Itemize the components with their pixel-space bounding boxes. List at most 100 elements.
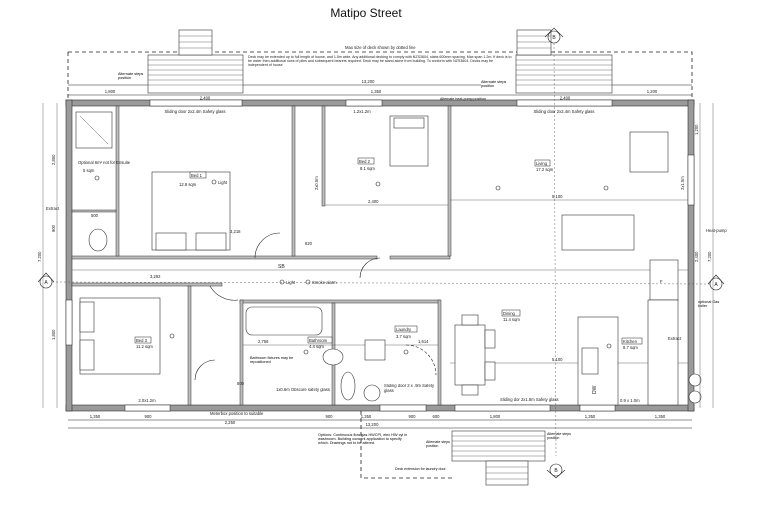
window-label: Sliding dor 2x1.8m Safety glass bbox=[500, 397, 559, 402]
room-bathroom-name: Bathroom bbox=[309, 338, 328, 343]
room-living-name: Living bbox=[536, 161, 548, 166]
section-a-label: A bbox=[714, 282, 718, 288]
window-top-3 bbox=[516, 99, 613, 107]
room-bed3-name: Bed 3 bbox=[136, 338, 148, 343]
basin bbox=[340, 371, 356, 401]
dim-top: 1,350 bbox=[371, 89, 382, 94]
lights: Light Light Smoke alarm SB bbox=[94, 175, 612, 355]
toilet-ensuite bbox=[88, 228, 108, 252]
dim-left: 1,800 bbox=[51, 329, 56, 340]
dim-left: 2,850 bbox=[51, 154, 56, 165]
toilet-bathroom bbox=[322, 348, 344, 366]
light-icon bbox=[169, 333, 175, 339]
top-deck: Max size of deck shown by dotted line De… bbox=[67, 29, 693, 100]
window-label: 2.0x1.2m bbox=[138, 398, 156, 403]
dining-table bbox=[454, 324, 486, 386]
light-icon bbox=[211, 179, 217, 185]
alt-steps-right: Alternate steps position bbox=[481, 80, 507, 88]
window-label: 1x0.6m Obscure safety glass bbox=[276, 388, 330, 392]
room-ensuite-name: Optional 6m² not for Ensuite bbox=[78, 160, 131, 165]
extract-label: Extract bbox=[668, 336, 682, 341]
window-labels: Sliding door 2x2.4m Safety glass 1.2x1.2… bbox=[138, 109, 685, 403]
window-label: 2x0.5m bbox=[314, 176, 319, 190]
room-dining-name: Dining bbox=[503, 311, 516, 316]
heat-pump-label: Heat-pump bbox=[706, 228, 727, 233]
section-marker-a-right: A bbox=[707, 274, 725, 291]
dim-bottom: 1,350 bbox=[90, 414, 101, 419]
window-label: Sliding door 2x2.4m Safety glass bbox=[534, 109, 595, 114]
bathtub bbox=[245, 306, 323, 336]
deck-left bbox=[147, 54, 244, 94]
dim-interior: 1,614 bbox=[418, 339, 429, 344]
dim-left: 7,200 bbox=[37, 251, 42, 262]
room-dining-area: 11.4 sqm bbox=[503, 317, 520, 322]
dim-top: 1,200 bbox=[647, 89, 658, 94]
steps-left bbox=[178, 29, 213, 56]
section-marker-b-bottom: B bbox=[546, 463, 566, 479]
dim-bottom: 900 bbox=[326, 414, 334, 419]
light-icon bbox=[279, 279, 285, 285]
sofa-2 bbox=[561, 214, 635, 251]
room-bed1-name: Bed 1 bbox=[191, 173, 203, 178]
deck-text: Deck may be extended up to full length o… bbox=[248, 55, 512, 67]
interior-dimensions: 3,292 2,400 5,100 5,100 2,756 1,614 3,21… bbox=[91, 194, 563, 386]
room-kitchen-name: Kitchen bbox=[623, 339, 638, 344]
dim-interior: 3,218 bbox=[230, 229, 241, 234]
room-labels: Optional 6m² not for Ensuite 5 sqm Bed 1… bbox=[78, 157, 643, 350]
room-bathroom-area: 4.4 sqm bbox=[309, 344, 324, 349]
alt-heat-pump-label: Alternate heat-pump position bbox=[440, 97, 486, 101]
dim-interior: 5,100 bbox=[552, 194, 563, 199]
washer bbox=[688, 373, 702, 387]
alt-steps-left: Alternate steps position bbox=[118, 72, 144, 80]
dim-top: 2,400 bbox=[560, 96, 571, 101]
room-laundry-name: Laundry bbox=[396, 327, 412, 332]
dim-right: 1,200 bbox=[694, 124, 699, 135]
light-legend: Light bbox=[286, 280, 296, 285]
dishwasher-label: DW bbox=[592, 385, 598, 394]
dim-bottom: 1,800 bbox=[490, 414, 501, 419]
light-icon bbox=[375, 181, 381, 187]
window-label: Sliding door 2x2.4m Safety glass bbox=[165, 109, 226, 114]
alt-steps-bottom: Alternate steps position bbox=[547, 432, 571, 440]
bottom-dimensions: 1,350 900 2,250 900 1,350 900 600 1,800 … bbox=[68, 414, 692, 429]
dim-bottom: 600 bbox=[433, 414, 441, 419]
dim-bottom: 900 bbox=[409, 414, 417, 419]
dim-interior: 2,756 bbox=[258, 339, 269, 344]
window-label: Sliding door 2 x .9m Safety glass bbox=[384, 384, 435, 393]
fridge-label: F bbox=[660, 279, 663, 284]
side-notes: Extract Extract Heat-pump optional Gas b… bbox=[46, 97, 727, 416]
window-label: 0.9 x 1.0m bbox=[620, 398, 640, 403]
dim-bottom: 2,250 bbox=[225, 420, 236, 425]
dryer bbox=[688, 390, 702, 404]
room-ensuite-area: 5 sqm bbox=[83, 168, 95, 173]
dim-bottom: 1,350 bbox=[655, 414, 666, 419]
light-icon bbox=[495, 185, 501, 191]
light-icon bbox=[403, 349, 409, 355]
light-icon bbox=[303, 349, 309, 355]
dim-top: 2,400 bbox=[200, 96, 211, 101]
room-bed2-name: Bed 2 bbox=[359, 159, 371, 164]
meterbox-note: Meterbox position to suitable bbox=[210, 411, 264, 416]
room-kitchen-area: 8.7 sqm bbox=[623, 345, 638, 350]
dim-interior: 500 bbox=[91, 213, 99, 218]
gas-boiler-label: optional Gas boiler bbox=[698, 300, 720, 308]
extract-label: Extract bbox=[46, 206, 60, 211]
dim-interior: 800 bbox=[237, 381, 245, 386]
window-top-1 bbox=[149, 99, 243, 107]
exterior-walls bbox=[65, 99, 695, 412]
deck-extension-note: Deck extension for laundry door bbox=[395, 467, 446, 471]
section-marker-a-left: A bbox=[37, 272, 55, 289]
window-label: 2x1.5m bbox=[680, 176, 685, 190]
dim-right: 7,200 bbox=[707, 251, 712, 262]
room-bed1-area: 12.8 sqm bbox=[179, 182, 197, 187]
dim-right: 2,400 bbox=[694, 251, 699, 262]
section-markers: A A B B bbox=[37, 27, 725, 479]
sofa-1 bbox=[629, 131, 669, 173]
dim-interior: 5,100 bbox=[552, 357, 563, 362]
section-a-label: A bbox=[44, 280, 48, 286]
dim-interior: 3,292 bbox=[150, 274, 161, 279]
light-icon bbox=[603, 185, 609, 191]
room-bed2-area: 8.1 sqm bbox=[360, 166, 375, 171]
dim-overall-bottom: 13,200 bbox=[366, 422, 379, 427]
window-label: 1.2x1.2m bbox=[353, 109, 371, 114]
